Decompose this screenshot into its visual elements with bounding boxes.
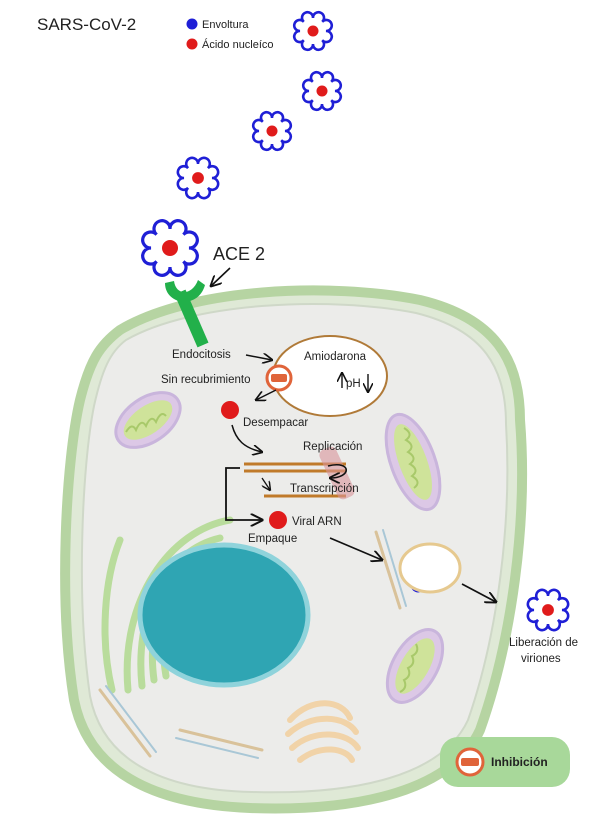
release-label-line2: viriones: [521, 653, 561, 665]
viral-rna-label: Viral ARN: [292, 516, 342, 528]
unpacking-arrow: [231, 424, 262, 452]
virus-particle-3: [251, 110, 293, 152]
viral-rna-dot-unpacking: [221, 401, 239, 419]
endocytosis-arrow: [245, 355, 272, 360]
virus-nucleic-acid: [162, 240, 178, 256]
ph-label: pH: [346, 378, 361, 390]
ace2-arrow: [211, 267, 231, 286]
legend-envelope-dot: [186, 18, 198, 30]
inhibition-legend: Inhibición: [440, 737, 570, 787]
amiodarone-label: Amiodarona: [304, 351, 367, 363]
mitochondrion-upper-left: [114, 391, 182, 449]
golgi-apparatus: [285, 700, 361, 763]
uncoating-arrow: [256, 389, 277, 400]
inhibition-legend-label: Inhibición: [491, 755, 548, 769]
rna-to-packaging-arrow: [225, 467, 262, 520]
virus-particle-5: [141, 219, 199, 277]
endocytosis-label: Endocitosis: [172, 349, 231, 361]
release-label-line1: Liberación de: [509, 637, 578, 649]
transcription-label: Transcripción: [290, 483, 359, 495]
virus-particle-2: [301, 70, 343, 112]
virus-layer: [141, 10, 570, 632]
virus-nucleic-acid: [542, 604, 554, 616]
uncoating-label: Sin recubrimiento: [161, 374, 250, 386]
ace2-label: ACE 2: [213, 244, 265, 264]
budding-vesicle: [398, 542, 462, 594]
replication-loop-arrow: [327, 464, 347, 478]
viral-rna-dot-packaging: [269, 511, 287, 529]
transcription-arrow: [261, 477, 270, 490]
virus-particle-1: [292, 10, 334, 52]
diagram-title: SARS-CoV-2: [37, 15, 136, 34]
virus-nucleic-acid: [316, 85, 328, 97]
inhibition-legend-icon: [455, 747, 485, 777]
mitochondrion-lower-right: [385, 628, 445, 704]
legend-nucleic-acid-dot: [186, 38, 198, 50]
virus-nucleic-acid: [307, 25, 319, 37]
packaging-label: Empaque: [248, 533, 297, 545]
ace2-receptor: [165, 280, 209, 348]
virus-nucleic-acid: [192, 172, 204, 184]
nucleus: [137, 542, 311, 688]
release-arrow: [461, 583, 496, 602]
virus-nucleic-acid: [266, 125, 278, 137]
packaging-arrow: [329, 537, 382, 560]
legend-nucleic-acid-label: Ácido nucleíco: [202, 38, 274, 51]
cytoskeleton-filaments: [98, 529, 407, 759]
replication-label: Replicación: [303, 441, 362, 453]
mitochondrion-upper-right: [384, 412, 442, 512]
legend-envelope-label: Envoltura: [202, 19, 249, 31]
virus-particle-8: [526, 588, 570, 632]
unpacking-label: Desempacar: [243, 417, 308, 429]
inhibition-icon: [265, 364, 293, 392]
virus-particle-4: [176, 156, 220, 200]
